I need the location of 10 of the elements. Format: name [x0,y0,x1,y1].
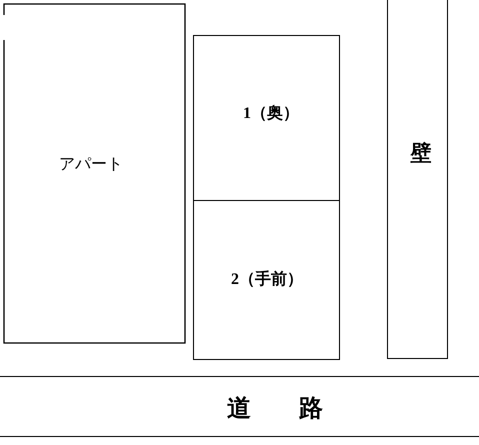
road-label: 道 路 [227,396,323,424]
wall-label: 壁 [410,141,432,166]
apartment-outline [3,3,186,344]
wall-strip [387,0,448,359]
parking-space-label: 1（奥） [243,105,299,124]
parking-space [193,200,340,360]
parking-space [193,35,340,201]
parking-space-label: 2（手前） [231,271,303,290]
apartment-label: アパート [59,156,123,174]
road-strip [0,376,479,437]
